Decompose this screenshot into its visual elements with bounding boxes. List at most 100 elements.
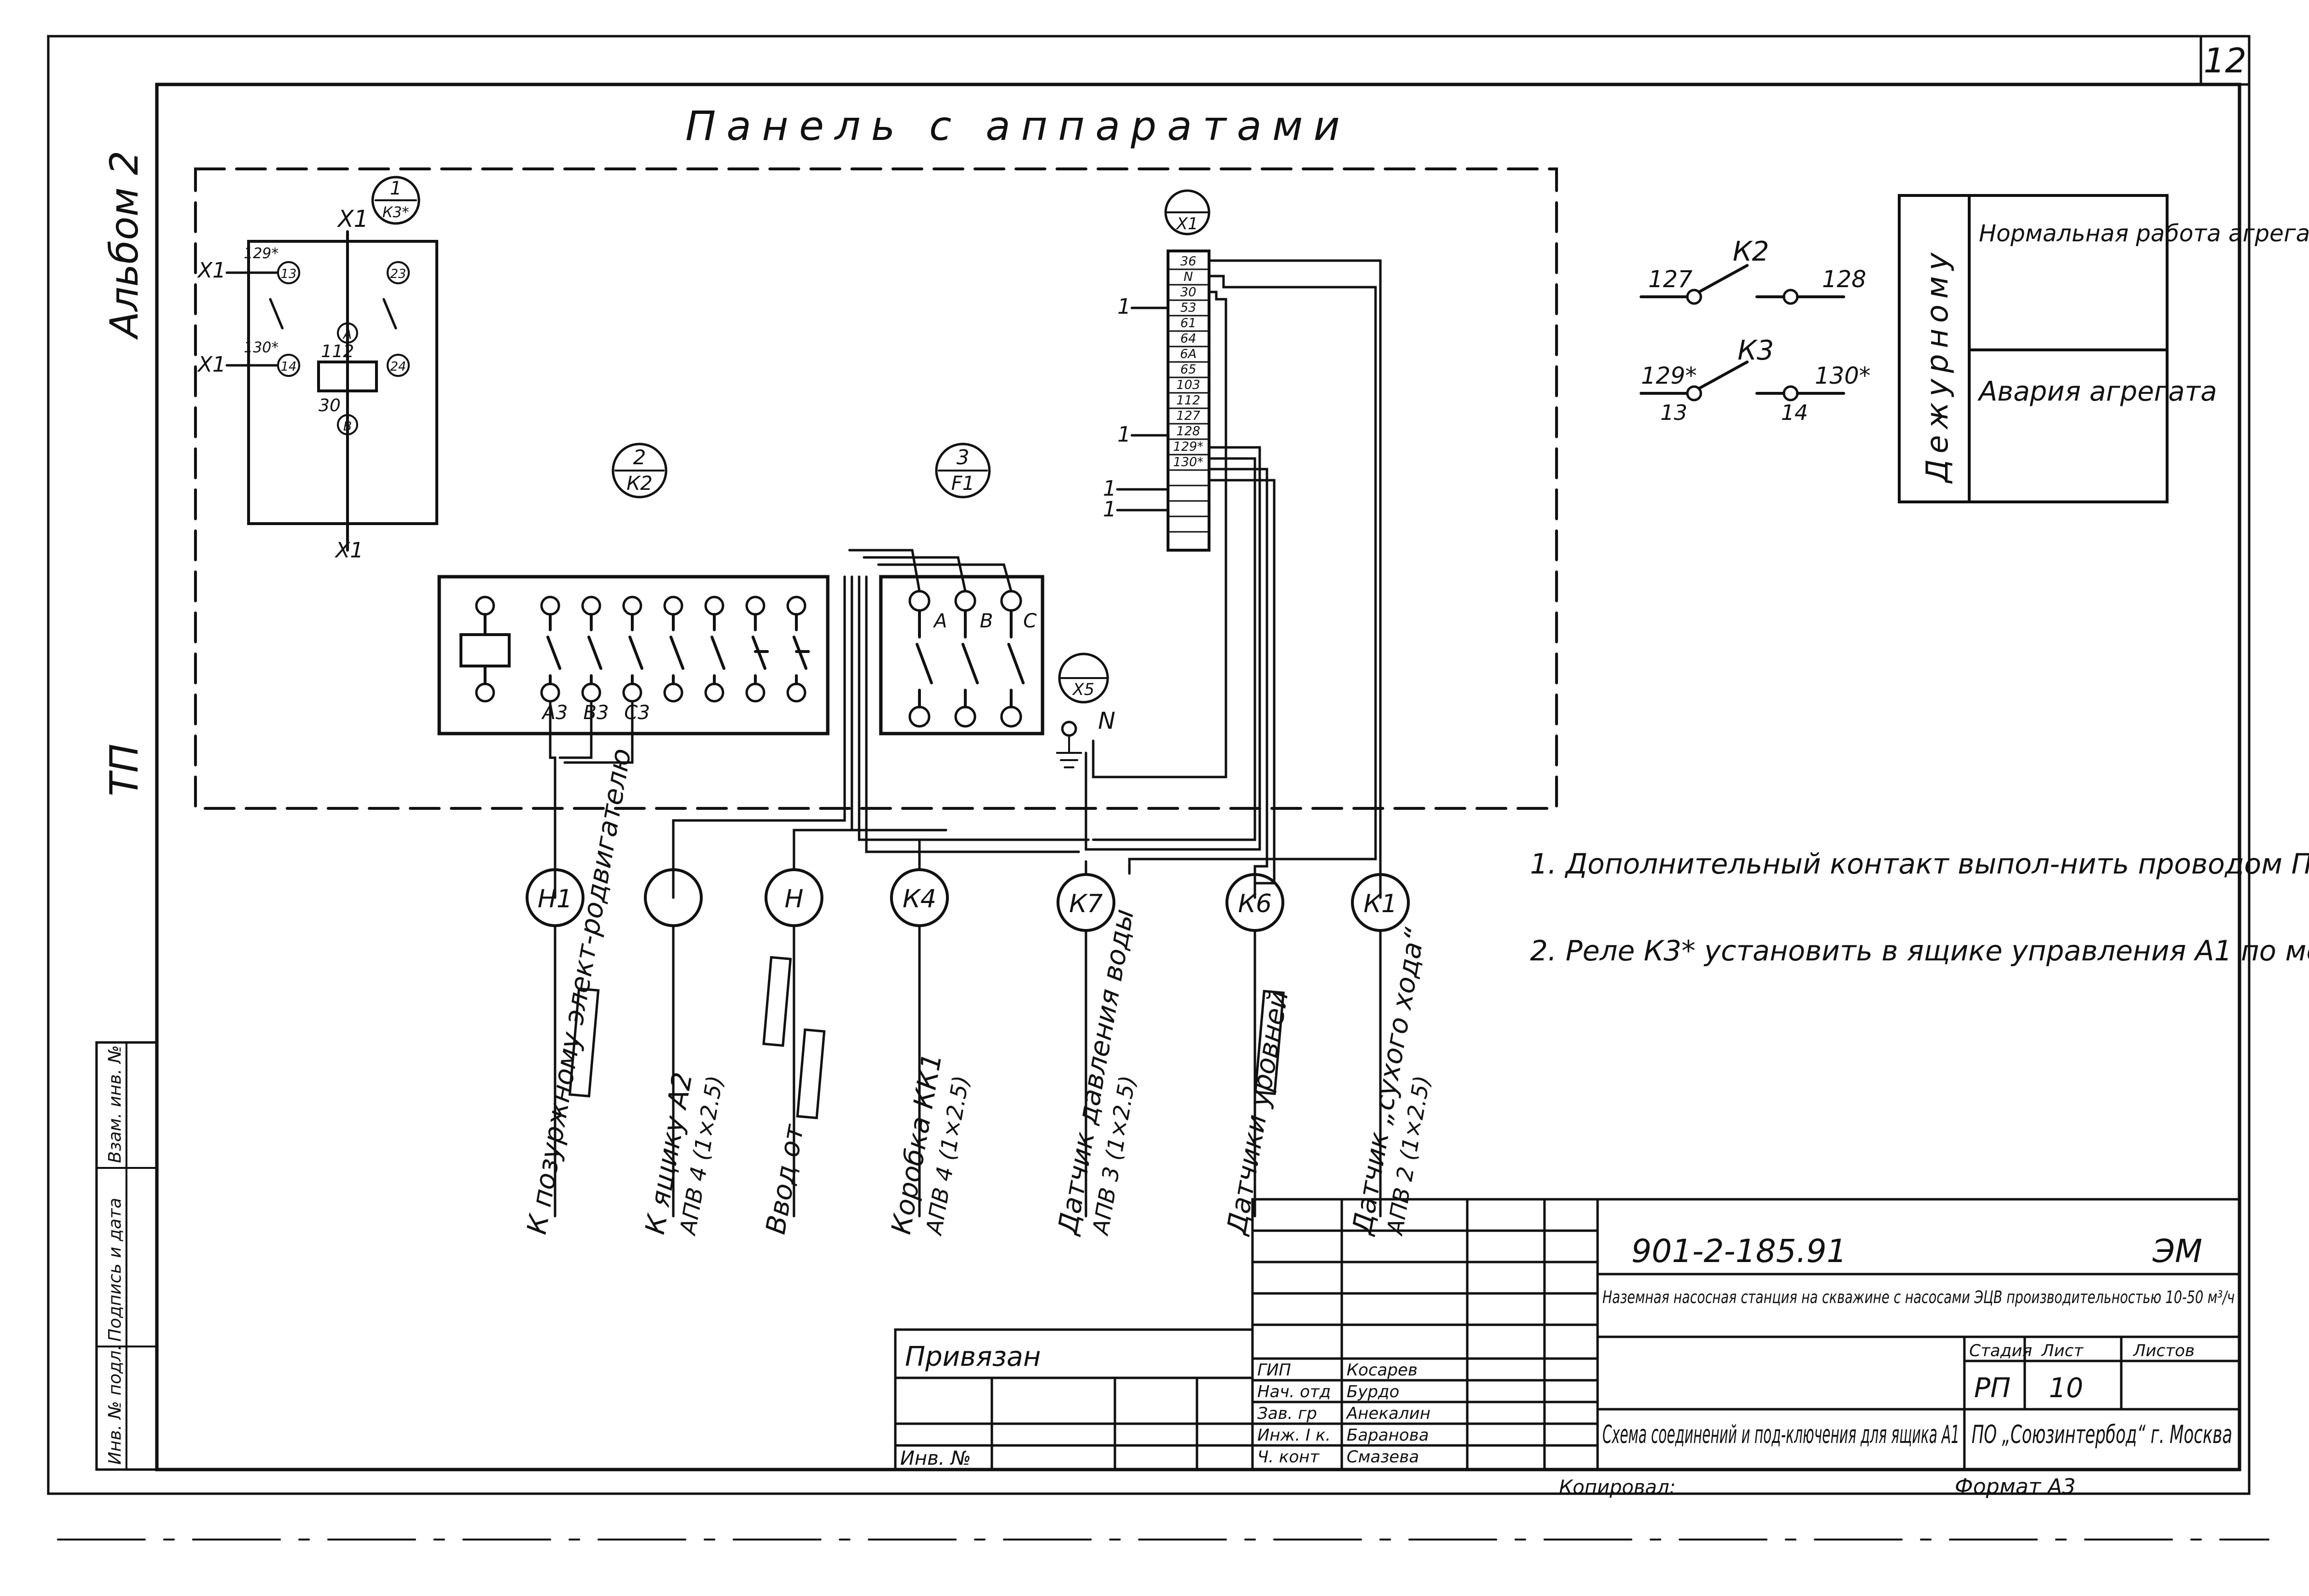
svg-text:A: A: [932, 610, 947, 632]
svg-text:Косарев: Косарев: [1347, 1360, 1418, 1380]
svg-text:Смазева: Смазева: [1347, 1447, 1419, 1467]
f1-tag: 3 F1: [935, 443, 991, 499]
svg-text:61: 61: [1180, 316, 1196, 331]
title-block: [894, 1198, 2241, 1471]
svg-text:F1: F1: [951, 472, 974, 495]
relay-k3-tag: 1 К3*: [371, 176, 420, 225]
privyazan-label: Привязан: [905, 1341, 1041, 1373]
svg-text:X1: X1: [1176, 214, 1198, 234]
k2-tag: 2 К2: [612, 443, 668, 499]
svg-text:129*: 129*: [1641, 362, 1697, 389]
inv-label: Инв. №: [900, 1447, 971, 1470]
wiring: [346, 259, 1382, 899]
svg-text:130*: 130*: [1173, 455, 1204, 470]
svg-text:10: 10: [2049, 1373, 2083, 1404]
indicator-alarm: Авария агрегата: [1977, 376, 2217, 407]
svg-text:Анекалин: Анекалин: [1346, 1404, 1431, 1423]
svg-text:64: 64: [1180, 332, 1196, 346]
svg-text:14: 14: [1781, 401, 1808, 425]
svg-text:Ч. конт: Ч. конт: [1257, 1447, 1320, 1467]
svg-text:А3: А3: [541, 702, 568, 724]
format-label: Формат А3: [1955, 1474, 2076, 1499]
svg-text:128: 128: [1822, 266, 1866, 293]
svg-text:36: 36: [1180, 254, 1196, 269]
svg-text:127: 127: [1176, 409, 1200, 423]
indicator-normal: Нормальная работа агрегата: [1979, 220, 2309, 247]
svg-text:112: 112: [1176, 393, 1200, 408]
svg-text:Баранова: Баранова: [1347, 1426, 1429, 1445]
svg-text:Бурдо: Бурдо: [1347, 1382, 1399, 1402]
svg-text:X5: X5: [1072, 680, 1095, 699]
svg-text:Датчики уровней: Датчики уровней: [1221, 988, 1294, 1238]
svg-text:К3*: К3*: [382, 204, 409, 221]
svg-text:ГИП: ГИП: [1257, 1360, 1291, 1380]
svg-text:23: 23: [390, 267, 406, 281]
svg-text:127: 127: [1648, 266, 1693, 293]
svg-text:К7: К7: [1069, 889, 1103, 918]
stamp-inv: Инв. № подл.: [105, 1345, 125, 1465]
svg-text:К1: К1: [1363, 889, 1397, 918]
svg-text:14: 14: [280, 360, 296, 374]
svg-text:К2: К2: [1733, 236, 1769, 267]
terminal-labels: 36 N 30 53 61 64 6А 65 103 112 127 128 1…: [1173, 254, 1204, 470]
svg-text:X1: X1: [334, 538, 363, 563]
panel-outline: [194, 167, 1558, 810]
contactor-poles: [540, 596, 810, 703]
coil-terminal-a: [337, 322, 358, 344]
svg-text:Стадия: Стадия: [1969, 1341, 2032, 1360]
contact-k3: [1640, 361, 1845, 402]
svg-text:N: N: [1183, 270, 1193, 284]
svg-text:РП: РП: [1974, 1373, 2011, 1404]
svg-text:Зав. гр: Зав. гр: [1257, 1404, 1317, 1423]
relay-k3-coil: [317, 361, 378, 392]
svg-text:N: N: [1098, 708, 1115, 735]
svg-text:103: 103: [1176, 378, 1200, 392]
svg-text:B: B: [980, 610, 993, 632]
svg-text:129*: 129*: [244, 245, 278, 262]
x1-tag: X1: [1164, 189, 1210, 236]
svg-text:В3: В3: [584, 702, 609, 724]
svg-text:65: 65: [1180, 362, 1196, 377]
svg-text:3: 3: [957, 445, 970, 469]
svg-text:Ввод от: Ввод от: [760, 1122, 810, 1236]
svg-text:С3: С3: [624, 702, 650, 724]
doc-mark: ЭМ: [2152, 1233, 2202, 1270]
stamp-replace: Взам. инв. №: [105, 1045, 125, 1163]
svg-text:Лист: Лист: [2041, 1341, 2084, 1360]
signatures: ГИП Косарев Нач. отд Бурдо Зав. гр Анека…: [1257, 1360, 1431, 1467]
sheet-number-box: [2199, 35, 2251, 86]
album-label: Альбом 2: [102, 151, 147, 340]
coil-terminal-b: [337, 414, 358, 435]
svg-text:1: 1: [390, 178, 402, 199]
stamp-sign: Подпись и дата: [105, 1198, 125, 1342]
sheet-number: 12: [2203, 41, 2246, 81]
svg-text:53: 53: [1180, 301, 1196, 315]
project-name: Наземная насосная станция на скважине с …: [1602, 1288, 2235, 1307]
svg-text:К6: К6: [1238, 889, 1272, 918]
note-1: 1. Дополнительный контакт выпол-нить про…: [1530, 847, 2309, 880]
svg-text:Инж. I к.: Инж. I к.: [1257, 1426, 1331, 1445]
svg-text:Нач. отд: Нач. отд: [1257, 1382, 1331, 1402]
svg-text:13: 13: [280, 267, 296, 281]
svg-text:А: А: [342, 328, 352, 342]
note-2: 2. Реле К3* установить в ящике управлени…: [1530, 934, 2309, 967]
relay-k3-box: [247, 240, 438, 525]
svg-text:К3: К3: [1738, 335, 1774, 366]
svg-text:Н: Н: [784, 885, 803, 914]
copied-label: Копировал:: [1559, 1476, 1676, 1499]
sheet-title: Схема соединений и под-ключения для ящик…: [1602, 1420, 1960, 1449]
svg-text:К4: К4: [903, 885, 936, 914]
svg-text:C: C: [1023, 610, 1037, 632]
contact-k2: [1640, 264, 1845, 305]
svg-text:Н1: Н1: [538, 885, 572, 914]
svg-text:Листов: Листов: [2132, 1341, 2195, 1360]
svg-text:130*: 130*: [1815, 362, 1871, 389]
svg-text:1: 1: [1103, 497, 1116, 522]
x5-tag: X5: [1058, 652, 1109, 704]
breaker-poles: [908, 590, 1025, 728]
svg-text:1: 1: [1103, 476, 1116, 501]
svg-text:В: В: [343, 419, 352, 434]
svg-text:1: 1: [1117, 294, 1131, 319]
svg-text:128: 128: [1176, 424, 1200, 439]
